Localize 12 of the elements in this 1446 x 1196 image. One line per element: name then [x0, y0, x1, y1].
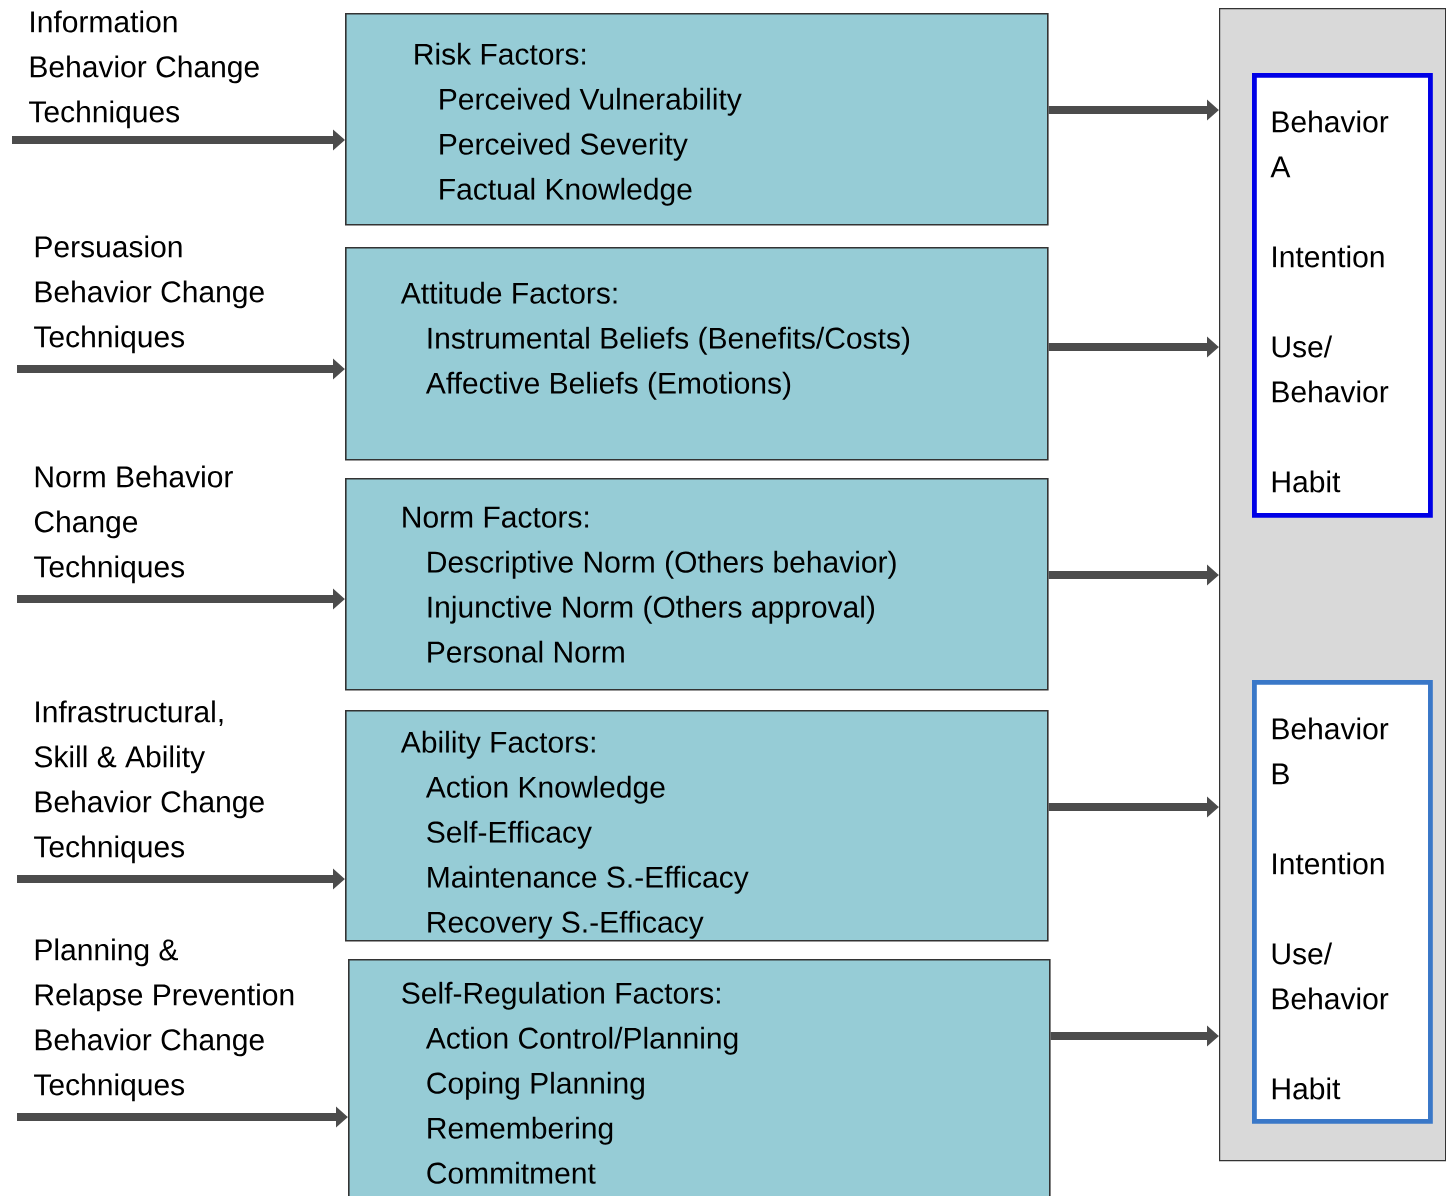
technique-label: Norm Behavior Change Techniques [34, 465, 233, 584]
technique-label: Persuasion Behavior Change Techniques [34, 235, 264, 354]
technique-label: Planning & Relapse Prevention Behavior Change Techniques [34, 938, 294, 1102]
behavior-box: Behavior A Intention Use/ Behavior Habit [1252, 73, 1433, 518]
factor-box: Self-Regulation Factors: Action Control/Planning Coping Planning Remembering Commitment [348, 959, 1051, 1196]
technique-label: Infrastructural, Skill & Ability Behavior Change Techniques [34, 700, 264, 864]
technique-label: Information Behavior Change Techniques [29, 10, 259, 129]
factor-box: Norm Factors: Descriptive Norm (Others behavior) Injunctive Norm (Others approval) Personal Norm [345, 478, 1049, 691]
factor-box: Attitude Factors: Instrumental Beliefs (Benefits/Costs) Affective Beliefs (Emotions) [345, 247, 1049, 461]
factor-box: Risk Factors: Perceived Vulnerability Perceived Severity Factual Knowledge [345, 13, 1049, 226]
factor-box: Ability Factors: Action Knowledge Self-Efficacy Maintenance S.-Efficacy Recovery S.-Efficacy [345, 710, 1049, 942]
behavior-box: Behavior B Intention Use/ Behavior Habit [1252, 680, 1433, 1124]
